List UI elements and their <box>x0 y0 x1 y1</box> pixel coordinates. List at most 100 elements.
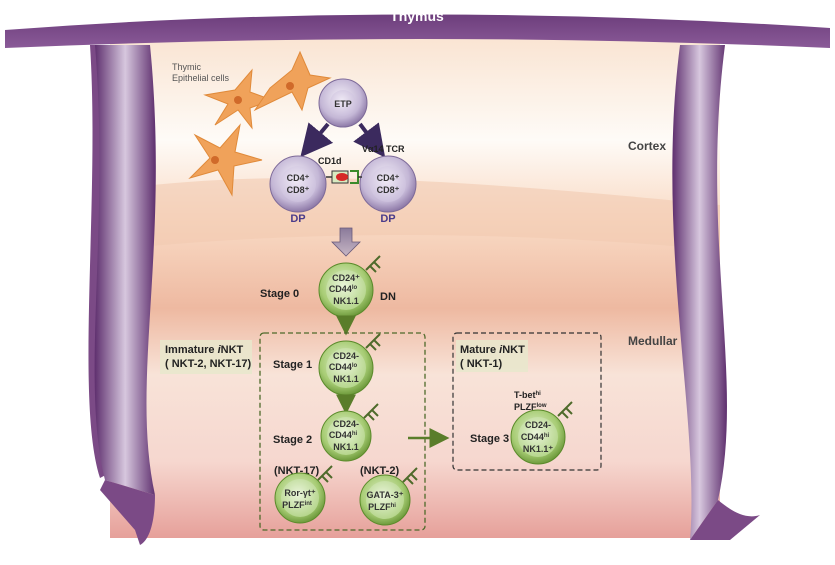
stage1-line3: NK1.1 <box>333 374 359 384</box>
nkt2-line2: PLZFhi <box>368 502 396 512</box>
stage2-label: Stage 2 <box>273 434 312 446</box>
arrow-etp-to-dp-right <box>353 122 386 158</box>
stage3-cell: CD24- CD44hi NK1.1⁺ <box>510 409 566 465</box>
nkt2-line2-main: PLZF <box>368 502 391 512</box>
nkt2-line1: GATA-3⁺ <box>367 490 404 500</box>
thymus-top-band <box>5 14 830 49</box>
epithelial-cell-2 <box>253 50 332 112</box>
stage1-line2-main: CD44 <box>329 362 352 372</box>
stage3-line1: CD24- <box>525 420 551 430</box>
stage2-tcr-icon <box>363 403 379 421</box>
thymus-title: Thymus <box>390 8 444 24</box>
medullar-label: Medullar <box>628 334 678 348</box>
stage0-line2-sup: lo <box>352 285 358 291</box>
stage3-line2-sup: hi <box>544 433 550 439</box>
cd1d-tcr-synapse <box>326 170 362 184</box>
tec-label-line2: Epithelial cells <box>172 73 230 83</box>
immature-title: Immature iNKT <box>165 344 244 356</box>
right-frame <box>672 45 727 540</box>
stage2-line2-main: CD44 <box>329 430 352 440</box>
stage0-line3: NK1.1 <box>333 296 359 306</box>
stage2-line1: CD24- <box>333 419 359 429</box>
left-frame <box>94 45 156 495</box>
cd1d-label: CD1d <box>318 156 342 166</box>
nkt17-line1: Ror-γt⁺ <box>284 488 315 498</box>
epithelial-cell-1 <box>203 68 274 130</box>
stage1-tcr-icon <box>365 333 381 351</box>
stage2-line3: NK1.1 <box>333 442 359 452</box>
dp-left-label: DP <box>290 213 305 225</box>
tissue-background <box>110 28 720 538</box>
dp-left-cd8: CD8⁺ <box>287 185 310 195</box>
stage0-tcr-icon <box>365 255 381 273</box>
dp-right-cd4: CD4⁺ <box>377 173 400 183</box>
stage0-line1: CD24⁺ <box>332 273 360 283</box>
stage3-tcr-icon <box>557 401 573 419</box>
stage0-line2-main: CD44 <box>329 284 352 294</box>
stage1-line2: CD44lo <box>329 362 358 372</box>
cortex-label: Cortex <box>628 139 666 153</box>
stage0-dn-tag: DN <box>380 291 396 303</box>
dp-cell-right: CD4⁺ CD8⁺ DP <box>359 155 417 225</box>
immature-title-a: Immature <box>165 344 218 356</box>
mature-label-bg <box>456 340 528 372</box>
stage3-plzf: PLZFlow <box>514 402 547 412</box>
stage1-cell: CD24- CD44lo NK1.1 <box>318 340 374 396</box>
etp-label: ETP <box>334 99 352 109</box>
tcr-label: Vα14 TCR <box>362 144 405 154</box>
stage1-label: Stage 1 <box>273 359 312 371</box>
epithelial-cell-3 <box>188 123 263 197</box>
nkt17-line2: PLZFint <box>282 500 312 510</box>
stage2-cell: CD24- CD44hi NK1.1 <box>320 410 372 462</box>
stage2-line2: CD44hi <box>329 430 358 440</box>
stage3-tbet: T-bethi <box>514 390 541 400</box>
nkt17-line2-sup: int <box>305 501 312 507</box>
left-frame-foot <box>100 480 155 545</box>
mature-subtitle: ( NKT-1) <box>460 358 503 370</box>
stage1-line2-sup: lo <box>352 363 358 369</box>
stage1-line1: CD24- <box>333 351 359 361</box>
dp-right-label: DP <box>380 213 395 225</box>
arrow-etp-to-dp-left <box>300 122 334 158</box>
right-frame-foot <box>690 500 760 540</box>
immature-label-bg <box>160 340 252 374</box>
immature-box <box>259 332 426 531</box>
stage0-cell: CD24⁺ CD44lo NK1.1 <box>318 262 374 318</box>
stage3-plzf-sup: low <box>537 403 547 409</box>
stage2-line2-sup: hi <box>352 431 358 437</box>
immature-title-i: i <box>218 344 222 356</box>
stage3-line2: CD44hi <box>521 432 550 442</box>
nkt2-line2-sup: hi <box>391 503 397 509</box>
stage3-line2-main: CD44 <box>521 432 544 442</box>
nkt17-cell: Ror-γt⁺ PLZFint <box>274 472 326 524</box>
mature-title-b: NKT <box>502 344 525 356</box>
stage3-tbet-sup: hi <box>536 391 542 397</box>
cortex-medulla-band <box>110 178 720 250</box>
immature-title-b: NKT <box>221 344 244 356</box>
dp-cell-left: CD4⁺ CD8⁺ DP <box>269 155 327 225</box>
dp-right-cd8: CD8⁺ <box>377 185 400 195</box>
nkt2-cell: GATA-3⁺ PLZFhi <box>359 474 411 526</box>
nkt2-label: (NKT-2) <box>360 465 399 477</box>
mature-title: Mature iNKT <box>460 344 525 356</box>
immature-subtitle: ( NKT-2, NKT-17) <box>165 358 252 370</box>
nkt17-tcr-icon <box>317 465 333 483</box>
bottom-white <box>110 540 725 565</box>
nkt2-tcr-icon <box>402 467 418 485</box>
stage3-label: Stage 3 <box>470 433 509 445</box>
lipid-antigen-icon <box>336 173 348 181</box>
mature-box <box>452 332 602 471</box>
dp-left-cd4: CD4⁺ <box>287 173 310 183</box>
stage0-line2: CD44lo <box>329 284 358 294</box>
mature-title-i: i <box>499 344 503 356</box>
stage0-label: Stage 0 <box>260 288 299 300</box>
stage3-tbet-main: T-bet <box>514 390 536 400</box>
tec-label-line1: Thymic <box>172 62 201 72</box>
nkt17-line2-main: PLZF <box>282 500 305 510</box>
stage3-plzf-main: PLZF <box>514 402 537 412</box>
transition-arrow <box>331 227 361 257</box>
mature-title-a: Mature <box>460 344 499 356</box>
etp-cell: ETP <box>318 78 368 128</box>
